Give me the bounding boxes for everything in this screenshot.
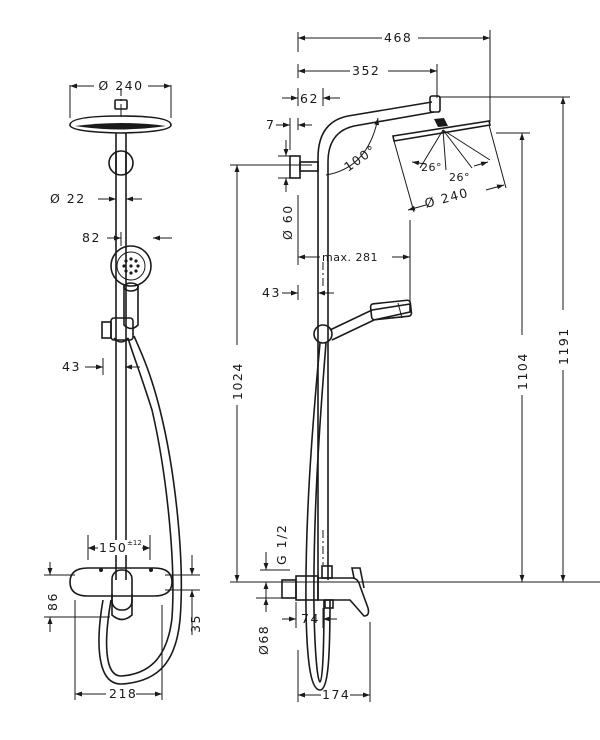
side-mixer-projection: 174	[322, 687, 350, 702]
side-tilt-right: 26°	[449, 171, 470, 184]
side-view: 468 352 62 7 100° 26° 26° Ø 240	[230, 30, 600, 702]
hand-shower-side	[329, 299, 413, 341]
side-head-offset: 62	[300, 91, 319, 106]
front-mixer-height: 86	[45, 592, 60, 611]
front-handshower-width: 82	[82, 230, 101, 245]
mixer-side	[281, 565, 370, 617]
side-wall-gap: 7	[266, 117, 275, 132]
front-holder-offset: 43	[62, 359, 81, 374]
side-max-reach: max. 281	[322, 251, 378, 264]
side-head-diameter: Ø 240	[423, 185, 471, 211]
side-tilt-left: 26°	[421, 161, 442, 174]
side-escutcheon-diameter: Ø68	[256, 625, 271, 655]
front-mixer-tolerance: ±12	[127, 539, 142, 547]
mixer-front	[69, 567, 173, 621]
side-overall-height: 1191	[556, 327, 571, 365]
side-projection-total: 468	[384, 30, 412, 45]
side-bracket-diameter: Ø 60	[280, 204, 295, 240]
front-pipe-diameter: Ø 22	[50, 191, 86, 206]
side-head-height: 1104	[515, 352, 530, 390]
holder-front	[101, 317, 134, 343]
overhead-shower-side	[392, 118, 507, 213]
side-mixer-depth: 74	[301, 611, 320, 626]
hand-shower-front	[110, 245, 152, 330]
front-overall-width: 218	[109, 686, 137, 701]
side-thread: G 1/2	[274, 524, 289, 565]
side-arm-angle: 100°	[341, 141, 379, 174]
rail-side	[313, 95, 441, 580]
rail-front	[108, 133, 134, 580]
side-rail-height: 1024	[230, 362, 245, 400]
front-outlet-offset: 35	[188, 614, 203, 633]
front-head-diameter: Ø 240	[98, 78, 143, 93]
side-projection-arm: 352	[352, 63, 380, 78]
side-holder-offset: 43	[262, 285, 281, 300]
front-mixer-spacing: 150	[99, 540, 127, 555]
front-view: Ø 240 Ø 22 82 43 150 ±12 86 35 218	[44, 78, 203, 701]
hose-front	[98, 335, 183, 685]
wall-bracket	[289, 155, 319, 179]
hose-side	[305, 342, 331, 691]
